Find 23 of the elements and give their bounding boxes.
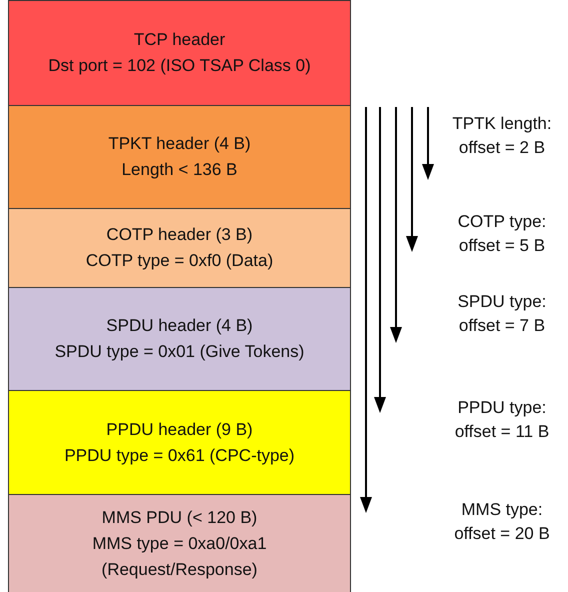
layer-title: PPDU header (9 B) bbox=[106, 418, 253, 440]
layer-detail: MMS type = 0xa0/0xa1 (Request/Response) bbox=[91, 533, 268, 581]
layer-title: TCP header bbox=[134, 29, 226, 51]
protocol-layer-box bbox=[8, 494, 351, 592]
layer-detail: Length < 136 B bbox=[122, 159, 238, 181]
protocol-layer-box bbox=[8, 0, 351, 106]
offset-label: SPDU type: offset = 7 B bbox=[456, 291, 548, 337]
protocol-layer-box bbox=[8, 287, 351, 391]
offset-label: TPTK length: offset = 2 B bbox=[451, 113, 553, 159]
protocol-layer-box bbox=[8, 390, 351, 495]
protocol-layer-box bbox=[8, 208, 351, 288]
layer-detail: Dst port = 102 (ISO TSAP Class 0) bbox=[48, 55, 311, 77]
offset-label: COTP type: offset = 5 B bbox=[456, 211, 548, 257]
layer-detail: PPDU type = 0x61 (CPC-type) bbox=[64, 444, 295, 466]
layer-title: SPDU header (4 B) bbox=[106, 315, 253, 337]
layer-title: MMS PDU (< 120 B) bbox=[102, 507, 258, 529]
offset-label: PPDU type: offset = 11 B bbox=[454, 397, 550, 443]
layer-detail: SPDU type = 0x01 (Give Tokens) bbox=[54, 341, 304, 363]
layer-detail: COTP type = 0xf0 (Data) bbox=[86, 250, 274, 272]
layer-title: TPKT header (4 B) bbox=[108, 133, 251, 155]
offset-label: MMS type: offset = 20 B bbox=[453, 499, 551, 545]
layer-title: COTP header (3 B) bbox=[106, 224, 253, 246]
protocol-layer-box bbox=[8, 105, 351, 209]
